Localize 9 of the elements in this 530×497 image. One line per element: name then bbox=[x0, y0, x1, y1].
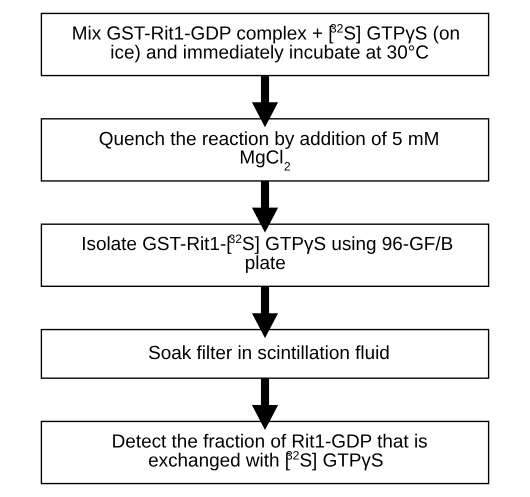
node-box: Quench the reaction by addition of 5 mM MgCl$_{2}$ bbox=[40, 118, 490, 182]
node-box: Detect the fraction of Rit1-GDP that is exchanged with [$^{32}$S] GTPγS bbox=[40, 420, 490, 484]
arrow bbox=[252, 181, 278, 233]
node-box: Soak filter in scintillation fluid bbox=[40, 328, 490, 379]
arrow bbox=[252, 286, 278, 338]
arrow bbox=[252, 378, 278, 430]
arrow bbox=[252, 76, 278, 128]
node-box: Mix GST-Rit1-GDP complex + [$^{32}$S] GTPγS (on ice) and immediately incubate at 30°C bbox=[40, 12, 490, 76]
node-box: Isolate GST-Rit1-[$^{32}$S] GTPγS using 96-GF/B plate bbox=[40, 224, 490, 287]
